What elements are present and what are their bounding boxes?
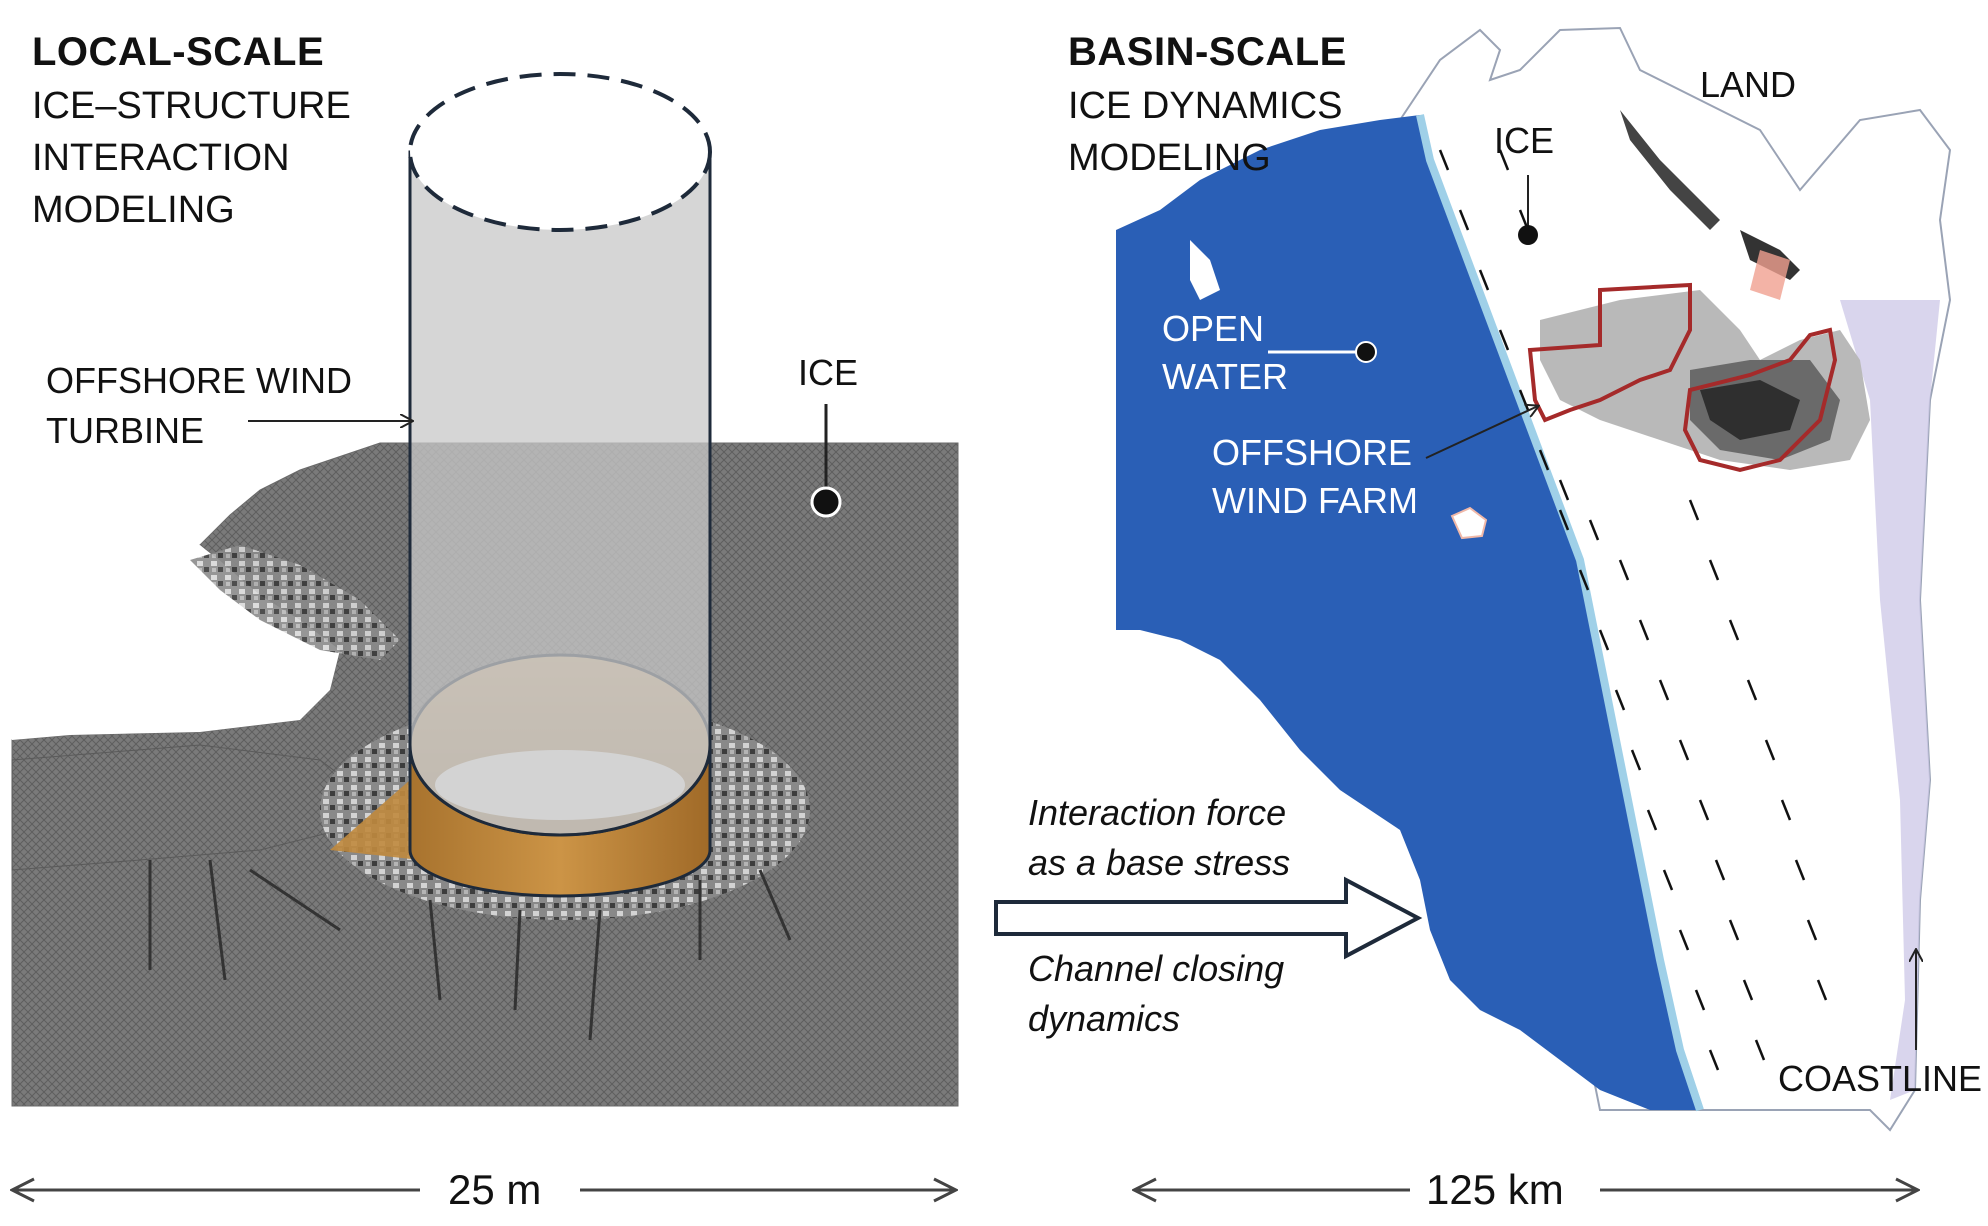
small-island <box>1450 506 1488 540</box>
local-scale-text: 25 m <box>448 1166 542 1213</box>
ice-rubble-upper <box>190 545 400 660</box>
basin-ice-label: ICE <box>1494 120 1555 161</box>
coupling-arrow <box>994 876 1423 960</box>
local-scale-subtitle-1: ICE–STRUCTURE <box>32 85 351 127</box>
turbine-base-shadow <box>330 780 420 860</box>
wind-farm-outline-2 <box>1682 327 1838 473</box>
local-scale-subtitle-3: MODELING <box>32 189 235 231</box>
ice-pointer-dot <box>810 486 842 518</box>
wind-farm-outline-1 <box>1527 282 1692 423</box>
coupling-bottom-line-1: Channel closing <box>1028 948 1285 989</box>
small-bay <box>1190 240 1220 300</box>
coupling-top-line-1: Interaction force <box>1028 792 1287 833</box>
turbine-tower <box>408 150 712 837</box>
basin-scale-text: 125 km <box>1426 1166 1564 1213</box>
local-ice-label: ICE <box>798 352 859 393</box>
local-scale-heading: LOCAL-SCALE <box>32 30 325 74</box>
local-scale-subtitle-2: INTERACTION <box>32 137 290 179</box>
wind-farm-pointer-arrow <box>1425 406 1538 459</box>
basin-scale-panel <box>1116 26 1952 1190</box>
water-ice-edge <box>1416 114 1704 1112</box>
coastline-label: COASTLINE <box>1778 1058 1983 1099</box>
ice-pointer-dot-basin <box>1518 225 1538 245</box>
open-water-label-2: WATER <box>1162 356 1288 397</box>
local-scale-panel <box>12 72 959 1190</box>
ice-drift-vectors <box>1438 149 1828 1071</box>
land-label: LAND <box>1700 64 1797 105</box>
turbine-label-1: OFFSHORE WIND <box>46 360 352 401</box>
open-water-pointer-dot <box>1355 341 1377 363</box>
wind-farm-label-1: OFFSHORE <box>1212 432 1413 473</box>
basin-scale-subtitle-2: MODELING <box>1068 137 1271 179</box>
coupling-bottom-line-2: dynamics <box>1028 998 1181 1039</box>
basin-scale-subtitle-1: ICE DYNAMICS <box>1068 85 1343 127</box>
basin-scale-heading: BASIN-SCALE <box>1068 30 1347 74</box>
wind-farm-label-2: WIND FARM <box>1212 480 1418 521</box>
turbine-label-2: TURBINE <box>46 410 205 451</box>
ice-cracks <box>148 859 792 1041</box>
ice-ridge-patches <box>1540 110 1870 470</box>
coastal-ice-fringe <box>1840 300 1940 1100</box>
coupling-top-line-2: as a base stress <box>1028 842 1291 883</box>
land-outline <box>1398 26 1952 1132</box>
turbine-tower-top <box>408 72 712 232</box>
open-water-area <box>1116 115 1700 1110</box>
open-water-label-1: OPEN <box>1162 308 1265 349</box>
